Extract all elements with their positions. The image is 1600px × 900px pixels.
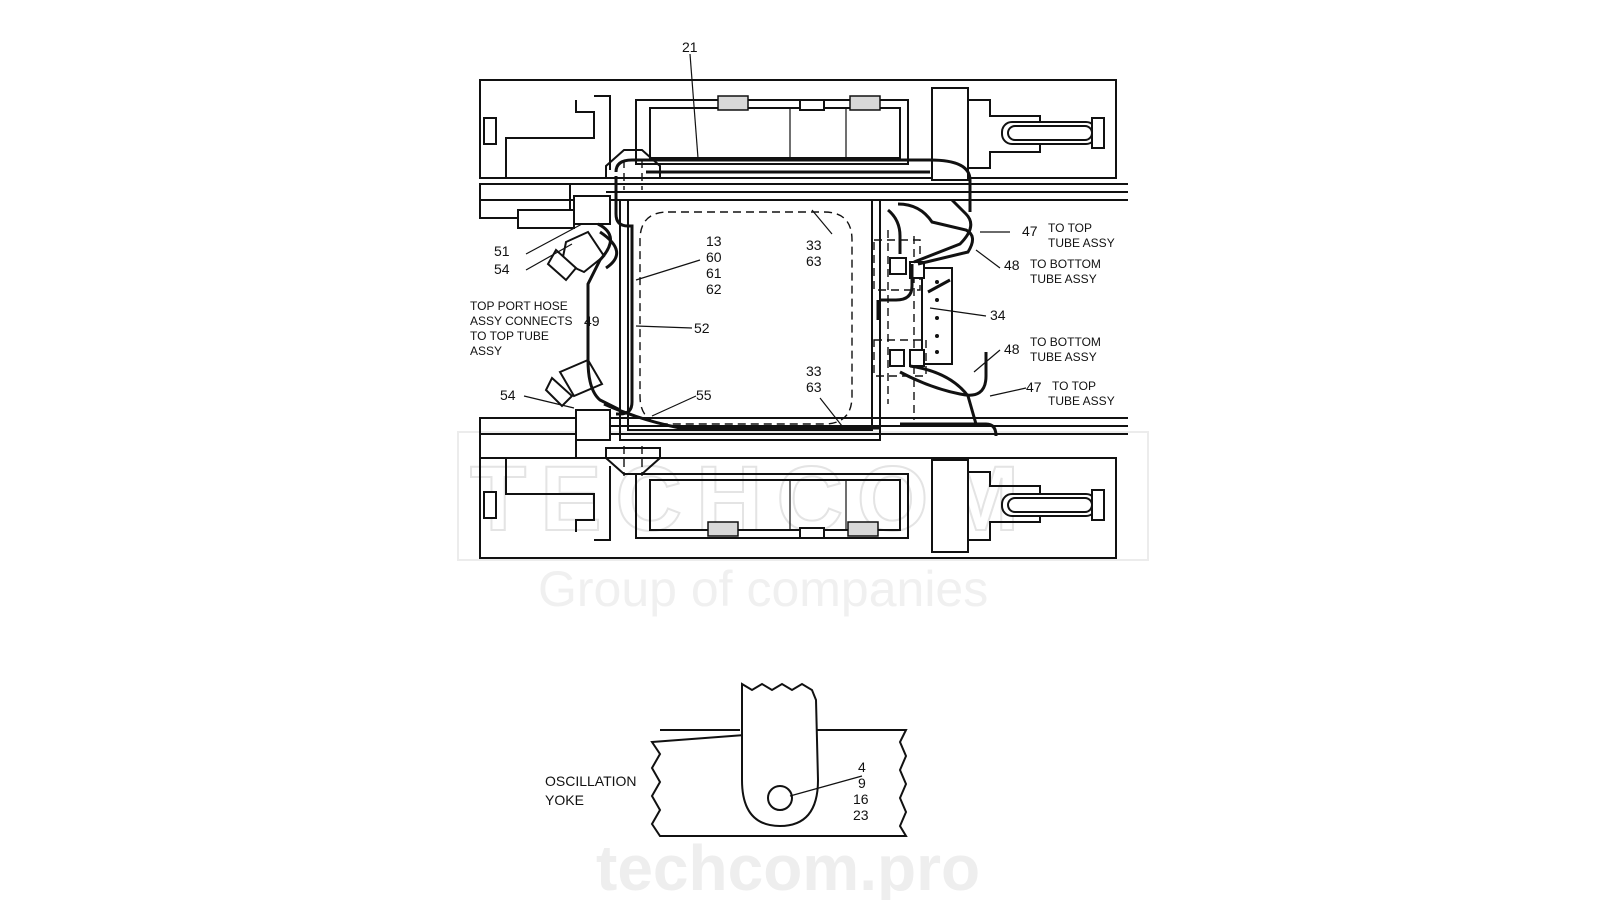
callout-54-top: 54 <box>494 261 510 277</box>
hose-48-top <box>913 198 973 264</box>
watermark-site: techcom.pro <box>596 832 980 900</box>
yoke-label-1: OSCILLATION <box>545 773 637 789</box>
upper-pump <box>546 230 606 282</box>
center-frame <box>619 199 881 441</box>
callout-51: 51 <box>494 243 510 259</box>
callouts: 21 33 63 13 60 61 62 47 TO TOP TUBE ASSY… <box>470 39 1115 408</box>
hoses <box>586 158 998 437</box>
top-port-note-2: ASSY CONNECTS <box>470 314 572 328</box>
top-port-note-1: TOP PORT HOSE <box>470 299 568 313</box>
callout-60: 60 <box>706 249 722 265</box>
callout-63-top: 63 <box>806 253 822 269</box>
callout-13: 13 <box>706 233 722 249</box>
yoke-pin-hole <box>767 785 793 811</box>
callout-21: 21 <box>682 39 698 55</box>
callout-33-top: 33 <box>806 237 822 253</box>
bottom-right-block <box>931 459 969 553</box>
callout-48-top: 48 <box>1004 257 1020 273</box>
callout-55: 55 <box>696 387 712 403</box>
bottom-left-bracket <box>505 458 595 532</box>
top-crossmember <box>479 79 1117 179</box>
callout-47-top-note-2: TUBE ASSY <box>1048 236 1115 250</box>
callout-48-bottom-note-1: TO BOTTOM <box>1030 335 1101 349</box>
callout-48-top-note-1: TO BOTTOM <box>1030 257 1101 271</box>
callout-47-bottom-note-2: TUBE ASSY <box>1048 394 1115 408</box>
yoke-plate <box>650 729 908 837</box>
callout-48-bottom-note-2: TUBE ASSY <box>1030 350 1097 364</box>
bottom-channel <box>635 473 909 539</box>
hose-55 <box>603 402 880 430</box>
callout-4: 4 <box>858 759 866 775</box>
leader-lines <box>523 53 1027 427</box>
oscillation-yoke-detail: OSCILLATION YOKE 4 9 16 23 <box>545 682 908 837</box>
callout-63-bottom: 63 <box>806 379 822 395</box>
callout-48-bottom: 48 <box>1004 341 1020 357</box>
top-left-bracket <box>505 100 595 178</box>
callout-47-top-note-1: TO TOP <box>1048 221 1092 235</box>
top-channel <box>635 99 909 165</box>
hose-47-bottom <box>899 352 988 397</box>
valve-block <box>921 267 953 365</box>
bottom-crossmember <box>479 457 1117 559</box>
hose-49 <box>586 222 621 412</box>
hose-52 <box>614 176 634 416</box>
hose-48-bottom <box>909 364 978 425</box>
chassis-top-view <box>479 79 1128 559</box>
yoke-arm <box>741 682 820 828</box>
watermark-tagline: Group of companies <box>538 561 988 617</box>
hose-47-top <box>897 202 974 266</box>
lower-pump <box>544 358 604 408</box>
watermark-brand: TECHCOM <box>470 448 1033 550</box>
callout-9: 9 <box>858 775 866 791</box>
callout-54-bottom: 54 <box>500 387 516 403</box>
callout-34: 34 <box>990 307 1006 323</box>
callout-47-top: 47 <box>1022 223 1038 239</box>
callout-33-bottom: 33 <box>806 363 822 379</box>
callout-52: 52 <box>694 320 710 336</box>
watermark-frame <box>457 431 1149 561</box>
yoke-label-2: YOKE <box>545 792 584 808</box>
callout-49: 49 <box>584 313 600 329</box>
callout-48-top-note-2: TUBE ASSY <box>1030 272 1097 286</box>
hose-21 <box>614 158 972 212</box>
callout-47-bottom: 47 <box>1026 379 1042 395</box>
top-port-note-4: ASSY <box>470 344 502 358</box>
top-port-note-3: TO TOP TUBE <box>470 329 549 343</box>
callout-16: 16 <box>853 791 869 807</box>
callout-61: 61 <box>706 265 722 281</box>
callout-62: 62 <box>706 281 722 297</box>
center-dashed-outline <box>639 211 853 425</box>
callout-23: 23 <box>853 807 869 823</box>
callout-47-bottom-note-1: TO TOP <box>1052 379 1096 393</box>
watermark: TECHCOM Group of companies techcom.pro <box>457 431 1149 900</box>
